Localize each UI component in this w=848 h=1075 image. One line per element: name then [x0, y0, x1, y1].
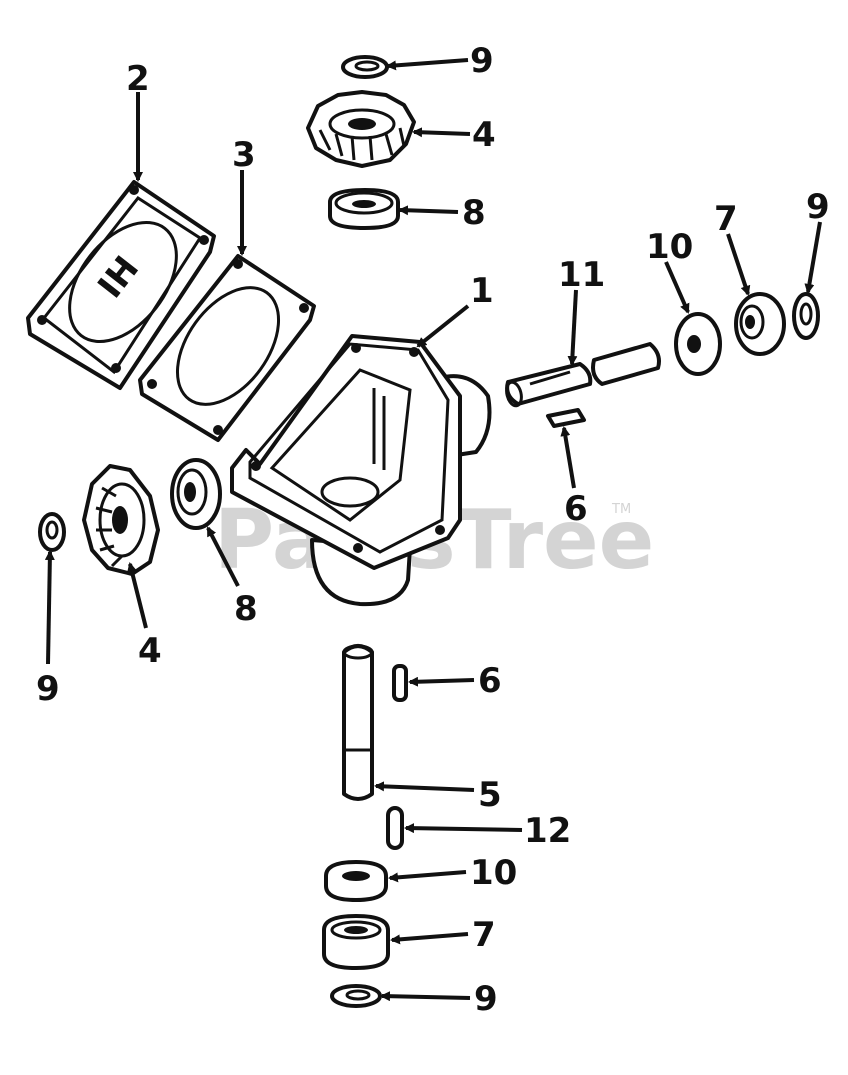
callout-8-top: 8: [462, 193, 486, 233]
bearing-7-side[interactable]: [734, 292, 786, 356]
pin-12[interactable]: [386, 806, 404, 850]
callout-3: 3: [232, 135, 256, 175]
leader-arrows: [44, 58, 822, 1002]
bevel-gear-4-left[interactable]: [82, 464, 160, 576]
callout-4-left: 4: [138, 631, 162, 671]
key-6-side[interactable]: [546, 408, 586, 428]
callout-2: 2: [126, 59, 150, 99]
gasket-3[interactable]: [138, 254, 316, 442]
spacer-10-side[interactable]: [674, 312, 722, 376]
callout-9-top: 9: [470, 41, 494, 81]
callout-7-side: 7: [714, 199, 738, 239]
cover-plate-2[interactable]: IH: [26, 180, 216, 390]
gear-housing-1[interactable]: [230, 334, 492, 607]
callout-5: 5: [478, 775, 502, 815]
callout-labels: 9 4 8 2 3 1 11 10 7 9 6 9 4 8 6 5 12 10 …: [36, 41, 830, 1019]
callout-6-side: 6: [564, 489, 588, 529]
key-6-vertical[interactable]: [392, 664, 408, 702]
callout-7-bottom: 7: [472, 915, 496, 955]
callout-4-top: 4: [472, 115, 496, 155]
callout-11: 11: [558, 255, 605, 295]
callout-9-right: 9: [806, 187, 830, 227]
snap-ring-9-right[interactable]: [792, 292, 820, 340]
bearing-8-left[interactable]: [170, 458, 222, 530]
snap-ring-9-left[interactable]: [38, 512, 66, 552]
callout-8-left: 8: [234, 589, 258, 629]
callout-9-left: 9: [36, 669, 60, 709]
bearing-8-top[interactable]: [328, 188, 400, 230]
callout-1: 1: [470, 271, 494, 311]
snap-ring-9-bottom[interactable]: [330, 984, 382, 1008]
snap-ring-9-top[interactable]: [341, 55, 389, 79]
callout-6-vertical: 6: [478, 661, 502, 701]
callout-10-side: 10: [646, 227, 693, 267]
callout-12: 12: [524, 811, 571, 851]
callout-9-bottom: 9: [474, 979, 498, 1019]
shaft-5[interactable]: [342, 644, 374, 801]
shaft-11[interactable]: [504, 342, 661, 408]
bearing-7-bottom[interactable]: [322, 914, 390, 970]
bevel-gear-4-top[interactable]: [306, 90, 416, 168]
spacer-10-bottom[interactable]: [324, 860, 388, 902]
watermark-trademark: TM: [611, 502, 631, 517]
callout-10-bottom: 10: [470, 853, 517, 893]
